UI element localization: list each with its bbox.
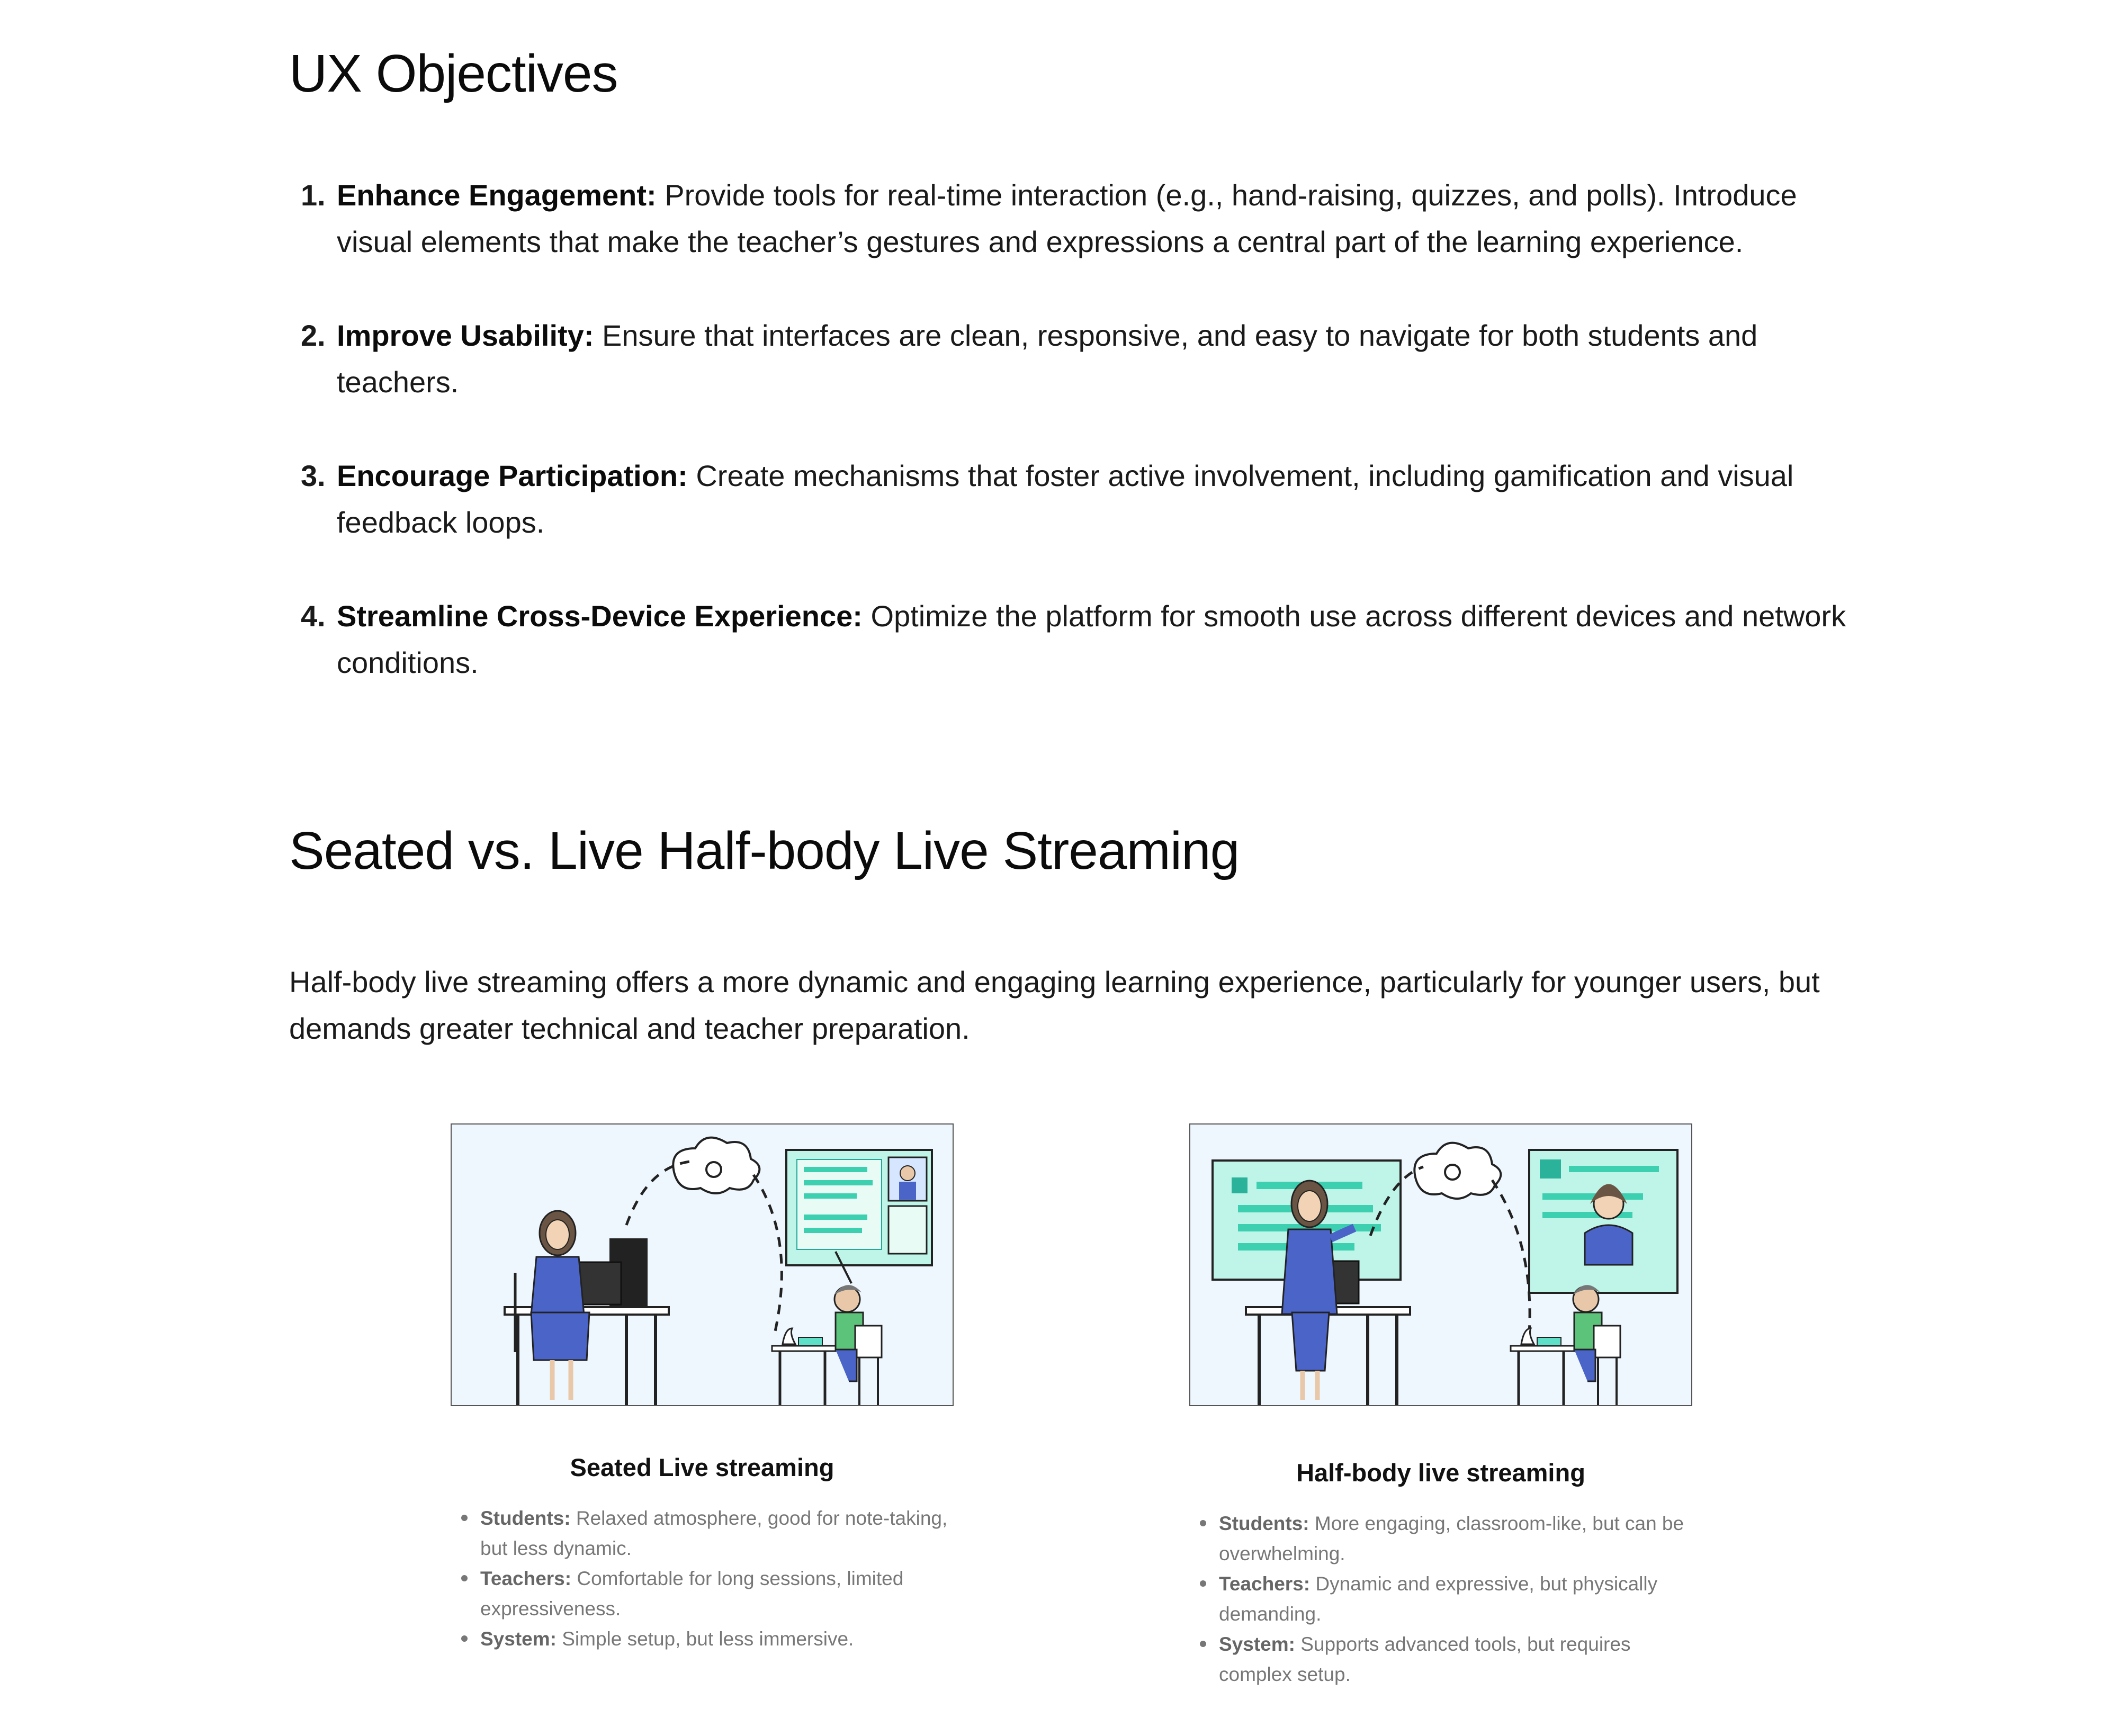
objectives-list: 1. Enhance Engagement: Provide tools for … (289, 172, 1856, 733)
card-caption: Seated Live streaming (570, 1453, 834, 1481)
bullet-teachers: Teachers: Dynamic and expressive, but ph… (1189, 1569, 1692, 1629)
bullet-text: More engaging, classroom-like, but can b… (1219, 1513, 1684, 1564)
section-title-ux-objectives: UX Objectives (289, 44, 618, 103)
bullet-label: Teachers: (480, 1568, 572, 1589)
bullet-teachers: Teachers: Comfortable for long sessions,… (451, 1563, 954, 1624)
objective-item: 4. Streamline Cross-Device Experience: Op… (289, 593, 1856, 686)
card-bullet-list: Students: More engaging, classroom-like,… (1189, 1508, 1692, 1689)
list-number: 4. (301, 599, 326, 633)
bullet-label: Students: (480, 1507, 571, 1529)
section-title-streaming-comparison: Seated vs. Live Half-body Live Streaming (289, 821, 1240, 880)
bullet-text: Supports advanced tools, but requires co… (1219, 1633, 1631, 1685)
bullet-text: Simple setup, but less immersive. (556, 1628, 854, 1650)
bullet-students: Students: More engaging, classroom-like,… (1189, 1508, 1692, 1569)
objective-item: 3. Encourage Participation: Create mechan… (289, 453, 1856, 546)
objective-text: Provide tools for real-time interaction … (337, 178, 1797, 258)
card-bullet-list: Students: Relaxed atmosphere, good for n… (451, 1503, 954, 1654)
objective-text: Ensure that interfaces are clean, respon… (337, 319, 1758, 399)
bullet-label: Teachers: (1219, 1573, 1311, 1595)
objective-text: Optimize the platform for smooth use acr… (337, 599, 1846, 679)
comparison-intro: Half-body live streaming offers a more d… (289, 965, 1820, 1045)
standing-teacher-illustration-svg (1190, 1125, 1691, 1405)
bullet-system: System: Simple setup, but less immersive… (451, 1624, 954, 1654)
objective-term: Streamline Cross-Device Experience: (337, 599, 863, 633)
objective-text: Create mechanisms that foster active inv… (337, 459, 1794, 539)
list-number: 2. (301, 319, 326, 352)
list-number: 1. (301, 178, 326, 212)
bullet-text: Relaxed atmosphere, good for note-taking… (480, 1507, 948, 1559)
bullet-text: Dynamic and expressive, but physically d… (1219, 1573, 1658, 1625)
objective-item: 1. Enhance Engagement: Provide tools for … (289, 172, 1856, 265)
objective-term: Enhance Engagement: (337, 178, 657, 212)
objective-term: Encourage Participation: (337, 459, 688, 492)
bullet-system: System: Supports advanced tools, but req… (1189, 1629, 1692, 1689)
objective-item: 2. Improve Usability: Ensure that interfa… (289, 312, 1856, 406)
card-seated-streaming: Seated Live streaming Students: Relaxed … (451, 1123, 954, 1654)
objective-term: Improve Usability: (337, 319, 594, 352)
seated-teacher-illustration-svg (452, 1125, 953, 1405)
bullet-students: Students: Relaxed atmosphere, good for n… (451, 1503, 954, 1563)
bullet-label: System: (480, 1628, 557, 1650)
list-number: 3. (301, 459, 326, 492)
thought-cloud-icon (672, 1136, 761, 1194)
bullet-label: System: (1219, 1633, 1295, 1655)
bullet-label: Students: (1219, 1513, 1309, 1534)
bullet-text: Comfortable for long sessions, limited e… (480, 1568, 904, 1620)
thought-cloud-icon (1413, 1141, 1502, 1200)
half-body-streaming-illustration (1189, 1123, 1692, 1406)
card-half-body-streaming: Half-body live streaming Students: More … (1189, 1123, 1692, 1689)
card-caption: Half-body live streaming (1296, 1459, 1585, 1487)
seated-streaming-illustration (451, 1123, 954, 1406)
